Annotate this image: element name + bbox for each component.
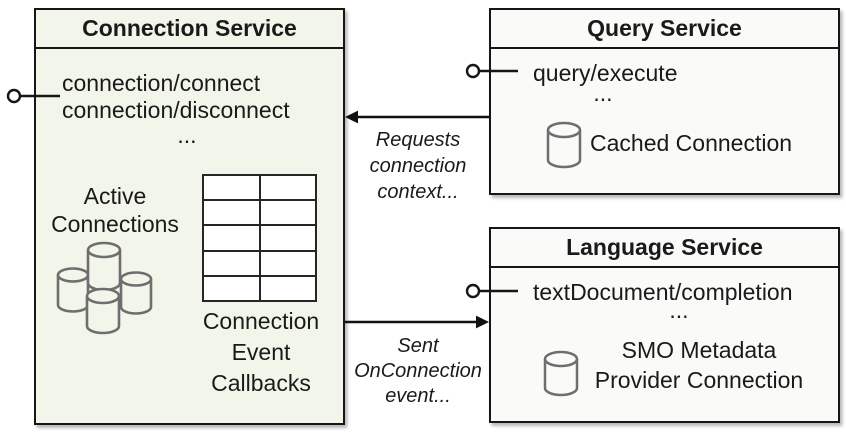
callback-table-cell [204,226,259,250]
callback-table-cell [204,176,259,200]
connection-event-callbacks-label: Connection Event Callbacks [202,308,320,396]
callback-table-cell [204,201,259,225]
sent-onconnection-arrow [345,315,489,329]
callback-table-cell [260,176,315,200]
method-query-execute: query/execute [533,60,678,86]
query-service-title: Query Service [491,10,838,49]
query-methods-ellipsis: ... [593,80,613,106]
method-connection-connect: connection/connect [62,70,261,96]
language-methods-ellipsis: ... [669,297,689,323]
cached-connection-label: Cached Connection [590,130,793,156]
query-service-box: Query Service query/execute ... Cached C… [489,8,840,195]
language-service-title: Language Service [491,229,838,268]
connection-service-title: Connection Service [36,10,343,49]
callback-table-cell [260,251,315,275]
connection-service-box: Connection Service connection/connect co… [34,8,345,425]
callback-table-cell [204,276,259,300]
callback-table-cell [260,201,315,225]
sent-onconnection-event-label: Sent OnConnection event... [354,335,482,407]
method-textdocument-completion: textDocument/completion [533,279,793,305]
active-connections-label: Active Connections [51,183,179,237]
callback-table-cell [204,251,259,275]
callback-table-cell [260,276,315,300]
callback-table-cell [260,226,315,250]
requests-connection-context-label: Requests connection context... [369,129,467,203]
method-connection-disconnect: connection/disconnect [62,97,290,123]
language-service-box: Language Service textDocument/completion… [489,227,840,423]
connection-methods-ellipsis: ... [177,122,197,148]
connection-method-list: connection/connect connection/disconnect [62,70,290,124]
callback-table-icon [202,174,317,302]
smo-metadata-provider-connection-label: SMO Metadata Provider Connection [594,337,804,393]
requests-connection-arrow [345,110,489,124]
